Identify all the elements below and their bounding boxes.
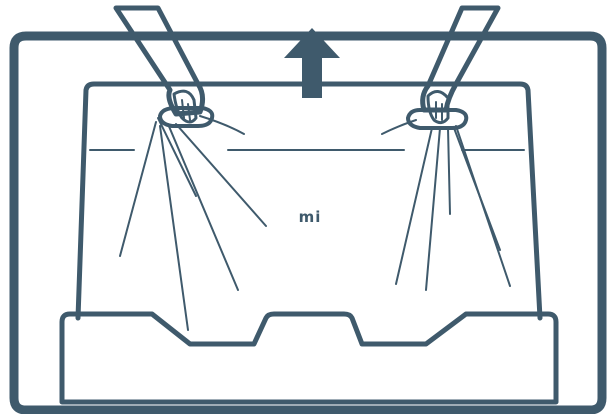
outer-box: [9, 31, 607, 414]
brand-logo-icon: mi: [299, 208, 322, 226]
bagged-device-outline: [75, 81, 543, 321]
foam-insert: [59, 311, 559, 405]
up-arrow-icon: [284, 28, 340, 98]
left-hand-icon: [113, 5, 215, 128]
bag-wrinkles-left: [119, 115, 267, 331]
right-hand-icon: [406, 5, 501, 130]
brand-logo-text: mi: [299, 208, 322, 226]
bag-wrinkles-right: [381, 119, 511, 291]
